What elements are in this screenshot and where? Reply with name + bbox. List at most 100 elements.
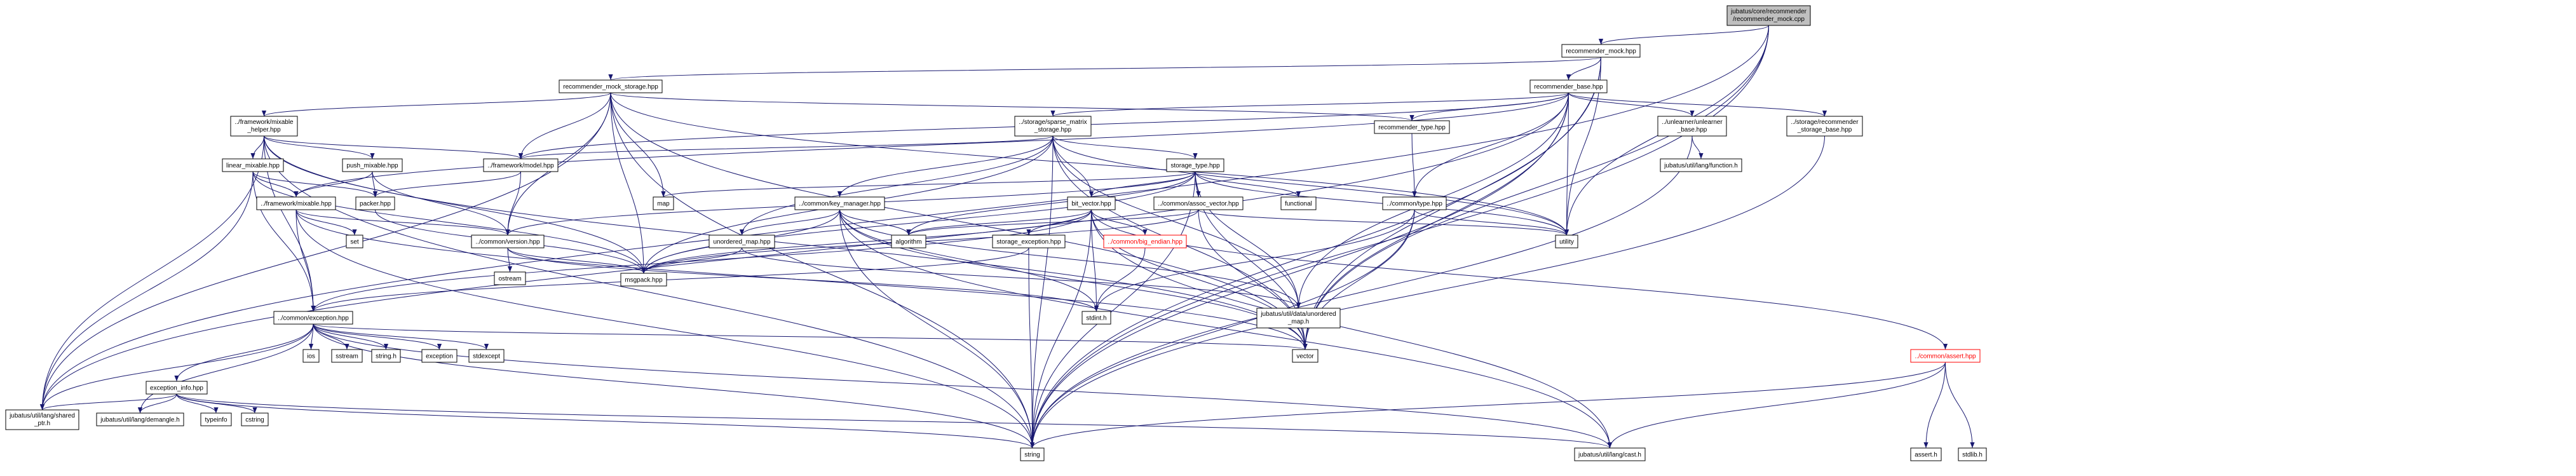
node-functional[interactable]: functional — [1280, 196, 1317, 210]
edge-sparse-matrix-to-data-unordered-map — [1052, 135, 1301, 309]
edge-sparse-matrix-to-bit-vector — [1052, 135, 1094, 198]
node-push-mixable[interactable]: push_mixable.hpp — [342, 158, 403, 172]
edge-key-manager-to-unordered-map — [739, 209, 840, 236]
node-box — [468, 349, 505, 363]
node-big-endian[interactable]: ../common/big_endian.hpp — [1103, 235, 1187, 248]
node-box — [1382, 196, 1447, 210]
node-storage-type[interactable]: storage_type.hpp — [1166, 158, 1224, 172]
node-box — [1786, 116, 1863, 137]
edge-common-type-to-utility — [1414, 209, 1569, 236]
edge-mixable-helper-to-push-mixable — [264, 135, 375, 160]
node-box — [559, 79, 663, 93]
node-exception-hpp[interactable]: ../common/exception.hpp — [273, 311, 353, 325]
node-label: _helper.hpp — [247, 126, 281, 133]
node-lang-cast[interactable]: jubatus/util/lang/cast.h — [1574, 447, 1646, 461]
node-ostream[interactable]: ostream — [494, 271, 526, 285]
node-label: msgpack.hpp — [625, 277, 663, 284]
node-box — [5, 409, 79, 430]
edge-key-manager-to-stdint — [839, 209, 1099, 312]
node-ios[interactable]: ios — [302, 349, 320, 363]
node-label: jubatus/util/lang/shared — [9, 412, 75, 419]
node-demangle[interactable]: jubatus/util/lang/demangle.h — [96, 412, 184, 426]
edge-recommender-type-to-common-type — [1411, 133, 1417, 198]
node-set[interactable]: set — [346, 235, 363, 248]
node-recommender-type[interactable]: recommender_type.hpp — [1374, 120, 1450, 134]
node-typeinfo[interactable]: typeinfo — [200, 412, 232, 426]
edge-storage-exception-to-string — [1028, 247, 1035, 449]
node-msgpack[interactable]: msgpack.hpp — [620, 273, 667, 287]
node-bit-vector[interactable]: bit_vector.hpp — [1067, 196, 1116, 210]
node-common-type[interactable]: ../common/type.hpp — [1382, 196, 1447, 210]
node-lang-function[interactable]: jubatus/util/lang/function.h — [1660, 158, 1742, 172]
edge-framework-mixable-to-set — [295, 209, 357, 236]
node-assert-h[interactable]: assert.h — [1910, 447, 1942, 461]
node-version[interactable]: ../common/version.hpp — [471, 235, 545, 248]
edge-exception-info-to-demangle — [137, 393, 177, 414]
node-packer[interactable]: packer.hpp — [355, 196, 395, 210]
node-vector[interactable]: vector — [1292, 349, 1319, 363]
node-box — [256, 196, 336, 210]
dependency-nodes: jubatus/core/recommender/recommender_moc… — [5, 5, 1987, 461]
edge-mock-storage-to-framework-model — [518, 92, 611, 160]
node-stdexcept[interactable]: stdexcept — [468, 349, 505, 363]
node-root[interactable]: jubatus/core/recommender/recommender_moc… — [1726, 5, 1811, 26]
node-linear-mixable[interactable]: linear_mixable.hpp — [222, 158, 284, 172]
node-label: bit_vector.hpp — [1071, 201, 1111, 208]
node-box — [1280, 196, 1317, 210]
edge-linear-mixable-to-shared-ptr — [39, 171, 254, 411]
node-label: ../storage/recommender — [1791, 119, 1859, 126]
node-storage-base[interactable]: ../storage/recommender_storage_base.hpp — [1786, 116, 1863, 137]
node-label: push_mixable.hpp — [346, 163, 398, 170]
node-stdint[interactable]: stdint.h — [1081, 311, 1111, 325]
node-mixable-helper[interactable]: ../framework/mixable_helper.hpp — [230, 116, 298, 137]
edge-exception-info-to-shared-ptr — [40, 393, 177, 411]
node-label: jubatus/util/lang/demangle.h — [100, 417, 180, 424]
node-string-h[interactable]: string.h — [371, 349, 401, 363]
edge-storage-type-to-data-unordered-map — [1195, 171, 1301, 309]
node-box — [302, 349, 320, 363]
node-mock-storage[interactable]: recommender_mock_storage.hpp — [559, 79, 663, 93]
node-sstream[interactable]: sstream — [331, 349, 363, 363]
node-algorithm[interactable]: algorithm — [891, 235, 926, 248]
node-map[interactable]: map — [653, 196, 674, 210]
node-unlearner-base[interactable]: ../unlearner/unlearner_base.hpp — [1657, 116, 1727, 137]
node-sparse-matrix[interactable]: ../storage/sparse_matrix_storage.hpp — [1014, 116, 1092, 137]
node-data-unordered-map[interactable]: jubatus/util/data/unordered_map.h — [1256, 308, 1341, 329]
node-label: string.h — [376, 353, 397, 360]
edge-recommender-mock-hpp-to-vector — [1303, 57, 1601, 350]
node-box — [708, 235, 775, 248]
node-framework-mixable[interactable]: ../framework/mixable.hpp — [256, 196, 336, 210]
node-stdlib-h[interactable]: stdlib.h — [1958, 447, 1987, 461]
edge-storage-type-to-bit-vector — [1088, 171, 1196, 198]
node-box — [1374, 120, 1450, 134]
edge-exception-hpp-to-string-h — [313, 323, 389, 350]
node-recommender-base[interactable]: recommender_base.hpp — [1529, 79, 1608, 93]
node-box — [494, 271, 526, 285]
node-unordered-map[interactable]: unordered_map.hpp — [708, 235, 775, 248]
node-box — [1067, 196, 1116, 210]
edge-exception-hpp-to-lang-cast — [313, 323, 1612, 449]
node-common-assert[interactable]: ../common/assert.hpp — [1910, 349, 1981, 363]
node-storage-exception[interactable]: storage_exception.hpp — [992, 235, 1066, 248]
node-assoc-vector[interactable]: ../common/assoc_vector.hpp — [1153, 196, 1244, 210]
node-exception-info[interactable]: exception_info.hpp — [146, 381, 208, 395]
edge-exception-hpp-to-stdexcept — [313, 323, 489, 350]
node-box — [1103, 235, 1187, 248]
edge-unlearner-base-to-string — [1029, 135, 1693, 449]
node-box — [1153, 196, 1244, 210]
edge-push-mixable-to-framework-mixable — [294, 171, 373, 198]
node-shared-ptr[interactable]: jubatus/util/lang/shared_ptr.h — [5, 409, 79, 430]
node-utility[interactable]: utility — [1555, 235, 1578, 248]
node-framework-model[interactable]: ../framework/model.hpp — [483, 158, 559, 172]
node-label: set — [350, 239, 359, 246]
node-recommender-mock-hpp[interactable]: recommender_mock.hpp — [1561, 44, 1641, 58]
node-cstring[interactable]: cstring — [241, 412, 269, 426]
edge-mixable-helper-to-vector — [264, 135, 1308, 350]
node-string[interactable]: string — [1020, 447, 1045, 461]
node-box — [342, 158, 403, 172]
node-exception[interactable]: exception — [421, 349, 458, 363]
edge-unordered-map-to-data-unordered-map — [742, 247, 1301, 309]
edge-storage-type-to-string — [1029, 171, 1196, 449]
edge-recommender-mock-hpp-to-recommender-base — [1566, 57, 1601, 81]
node-key-manager[interactable]: ../common/key_manager.hpp — [794, 196, 885, 210]
